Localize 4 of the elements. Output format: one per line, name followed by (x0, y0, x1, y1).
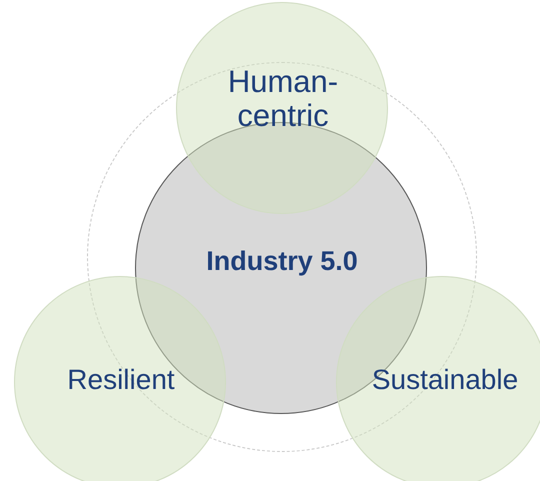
circle-label: Sustainable (370, 365, 520, 396)
circle-label: Human-centric (226, 65, 340, 134)
circle-label: Resilient (66, 365, 176, 396)
circle-label: Industry 5.0 (205, 247, 359, 277)
